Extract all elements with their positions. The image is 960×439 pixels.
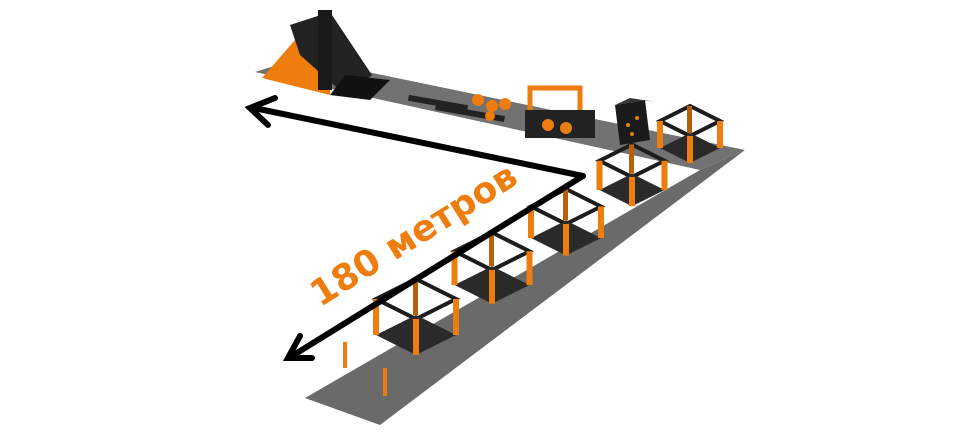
markers	[343, 342, 387, 396]
rig-frame	[655, 103, 725, 163]
slide-wall-obstacle	[262, 10, 390, 100]
arrow-horizontal-line	[251, 105, 586, 179]
climbing-cube	[615, 98, 655, 145]
distance-arrows	[244, 95, 586, 361]
rig-obstacle	[525, 85, 595, 138]
arrow-diagonal-line	[289, 173, 586, 359]
balance-obstacles	[407, 94, 511, 123]
arrow-left-head-icon	[244, 95, 278, 128]
rig-frame	[595, 142, 669, 207]
arrow-down-head-icon	[282, 333, 315, 361]
